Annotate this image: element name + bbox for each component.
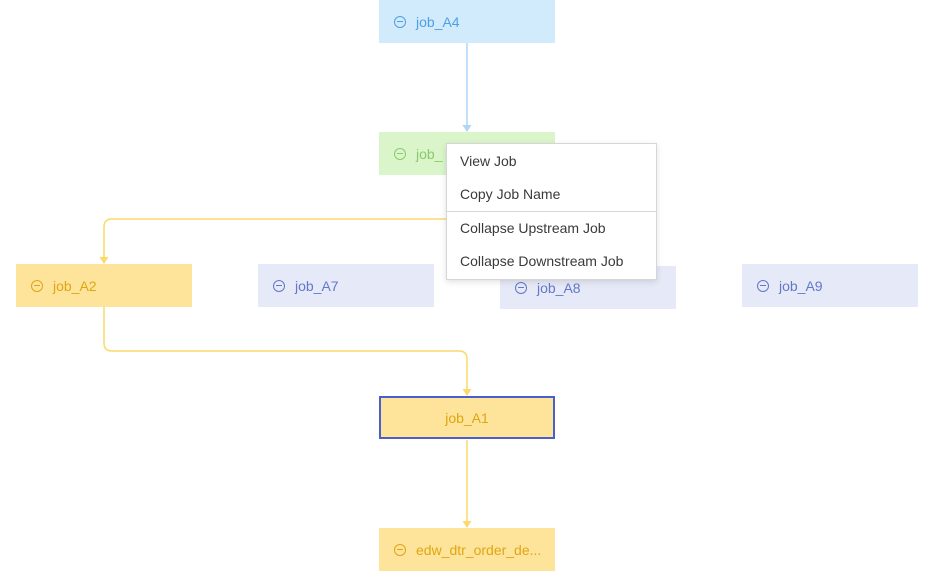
edge-a2-a1-arrow <box>462 388 472 396</box>
collapse-icon[interactable] <box>273 279 285 292</box>
menu-item-view-job[interactable]: View Job <box>460 153 517 169</box>
edge-a4-a3-arrow <box>462 124 472 132</box>
menu-item-collapse-upstream[interactable]: Collapse Upstream Job <box>460 220 606 236</box>
collapse-icon[interactable] <box>394 543 406 556</box>
context-menu: View Job Copy Job Name Collapse Upstream… <box>446 143 657 280</box>
edge-a1-edw-arrow <box>462 520 472 528</box>
node-label: job_A4 <box>416 13 460 30</box>
node-label: job_ <box>416 145 443 162</box>
node-job-a2[interactable]: job_A2 <box>16 264 192 307</box>
collapse-icon[interactable] <box>757 279 769 292</box>
node-job-a1[interactable]: job_A1 <box>379 396 555 439</box>
node-label: job_A2 <box>53 277 97 294</box>
collapse-icon[interactable] <box>394 15 406 28</box>
edge-a3-a2-arrow <box>99 256 109 264</box>
collapse-icon[interactable] <box>31 279 43 292</box>
node-label: job_A8 <box>537 279 581 296</box>
node-label: job_A1 <box>445 409 489 426</box>
node-label: edw_dtr_order_de... <box>416 541 542 558</box>
edge-a2-a1 <box>103 307 468 395</box>
node-job-a7[interactable]: job_A7 <box>258 264 434 307</box>
node-job-a9[interactable]: job_A9 <box>742 264 918 307</box>
edge-a3-a2 <box>103 175 468 263</box>
node-label: job_A7 <box>295 277 339 294</box>
collapse-icon[interactable] <box>394 147 406 160</box>
menu-item-copy-job-name[interactable]: Copy Job Name <box>460 186 561 202</box>
node-label: job_A9 <box>779 277 823 294</box>
menu-divider <box>447 211 656 212</box>
menu-item-collapse-downstream[interactable]: Collapse Downstream Job <box>460 253 624 269</box>
collapse-icon[interactable] <box>515 281 527 294</box>
node-job-a4[interactable]: job_A4 <box>379 0 555 43</box>
node-edw-dtr-order[interactable]: edw_dtr_order_de... <box>379 528 555 571</box>
